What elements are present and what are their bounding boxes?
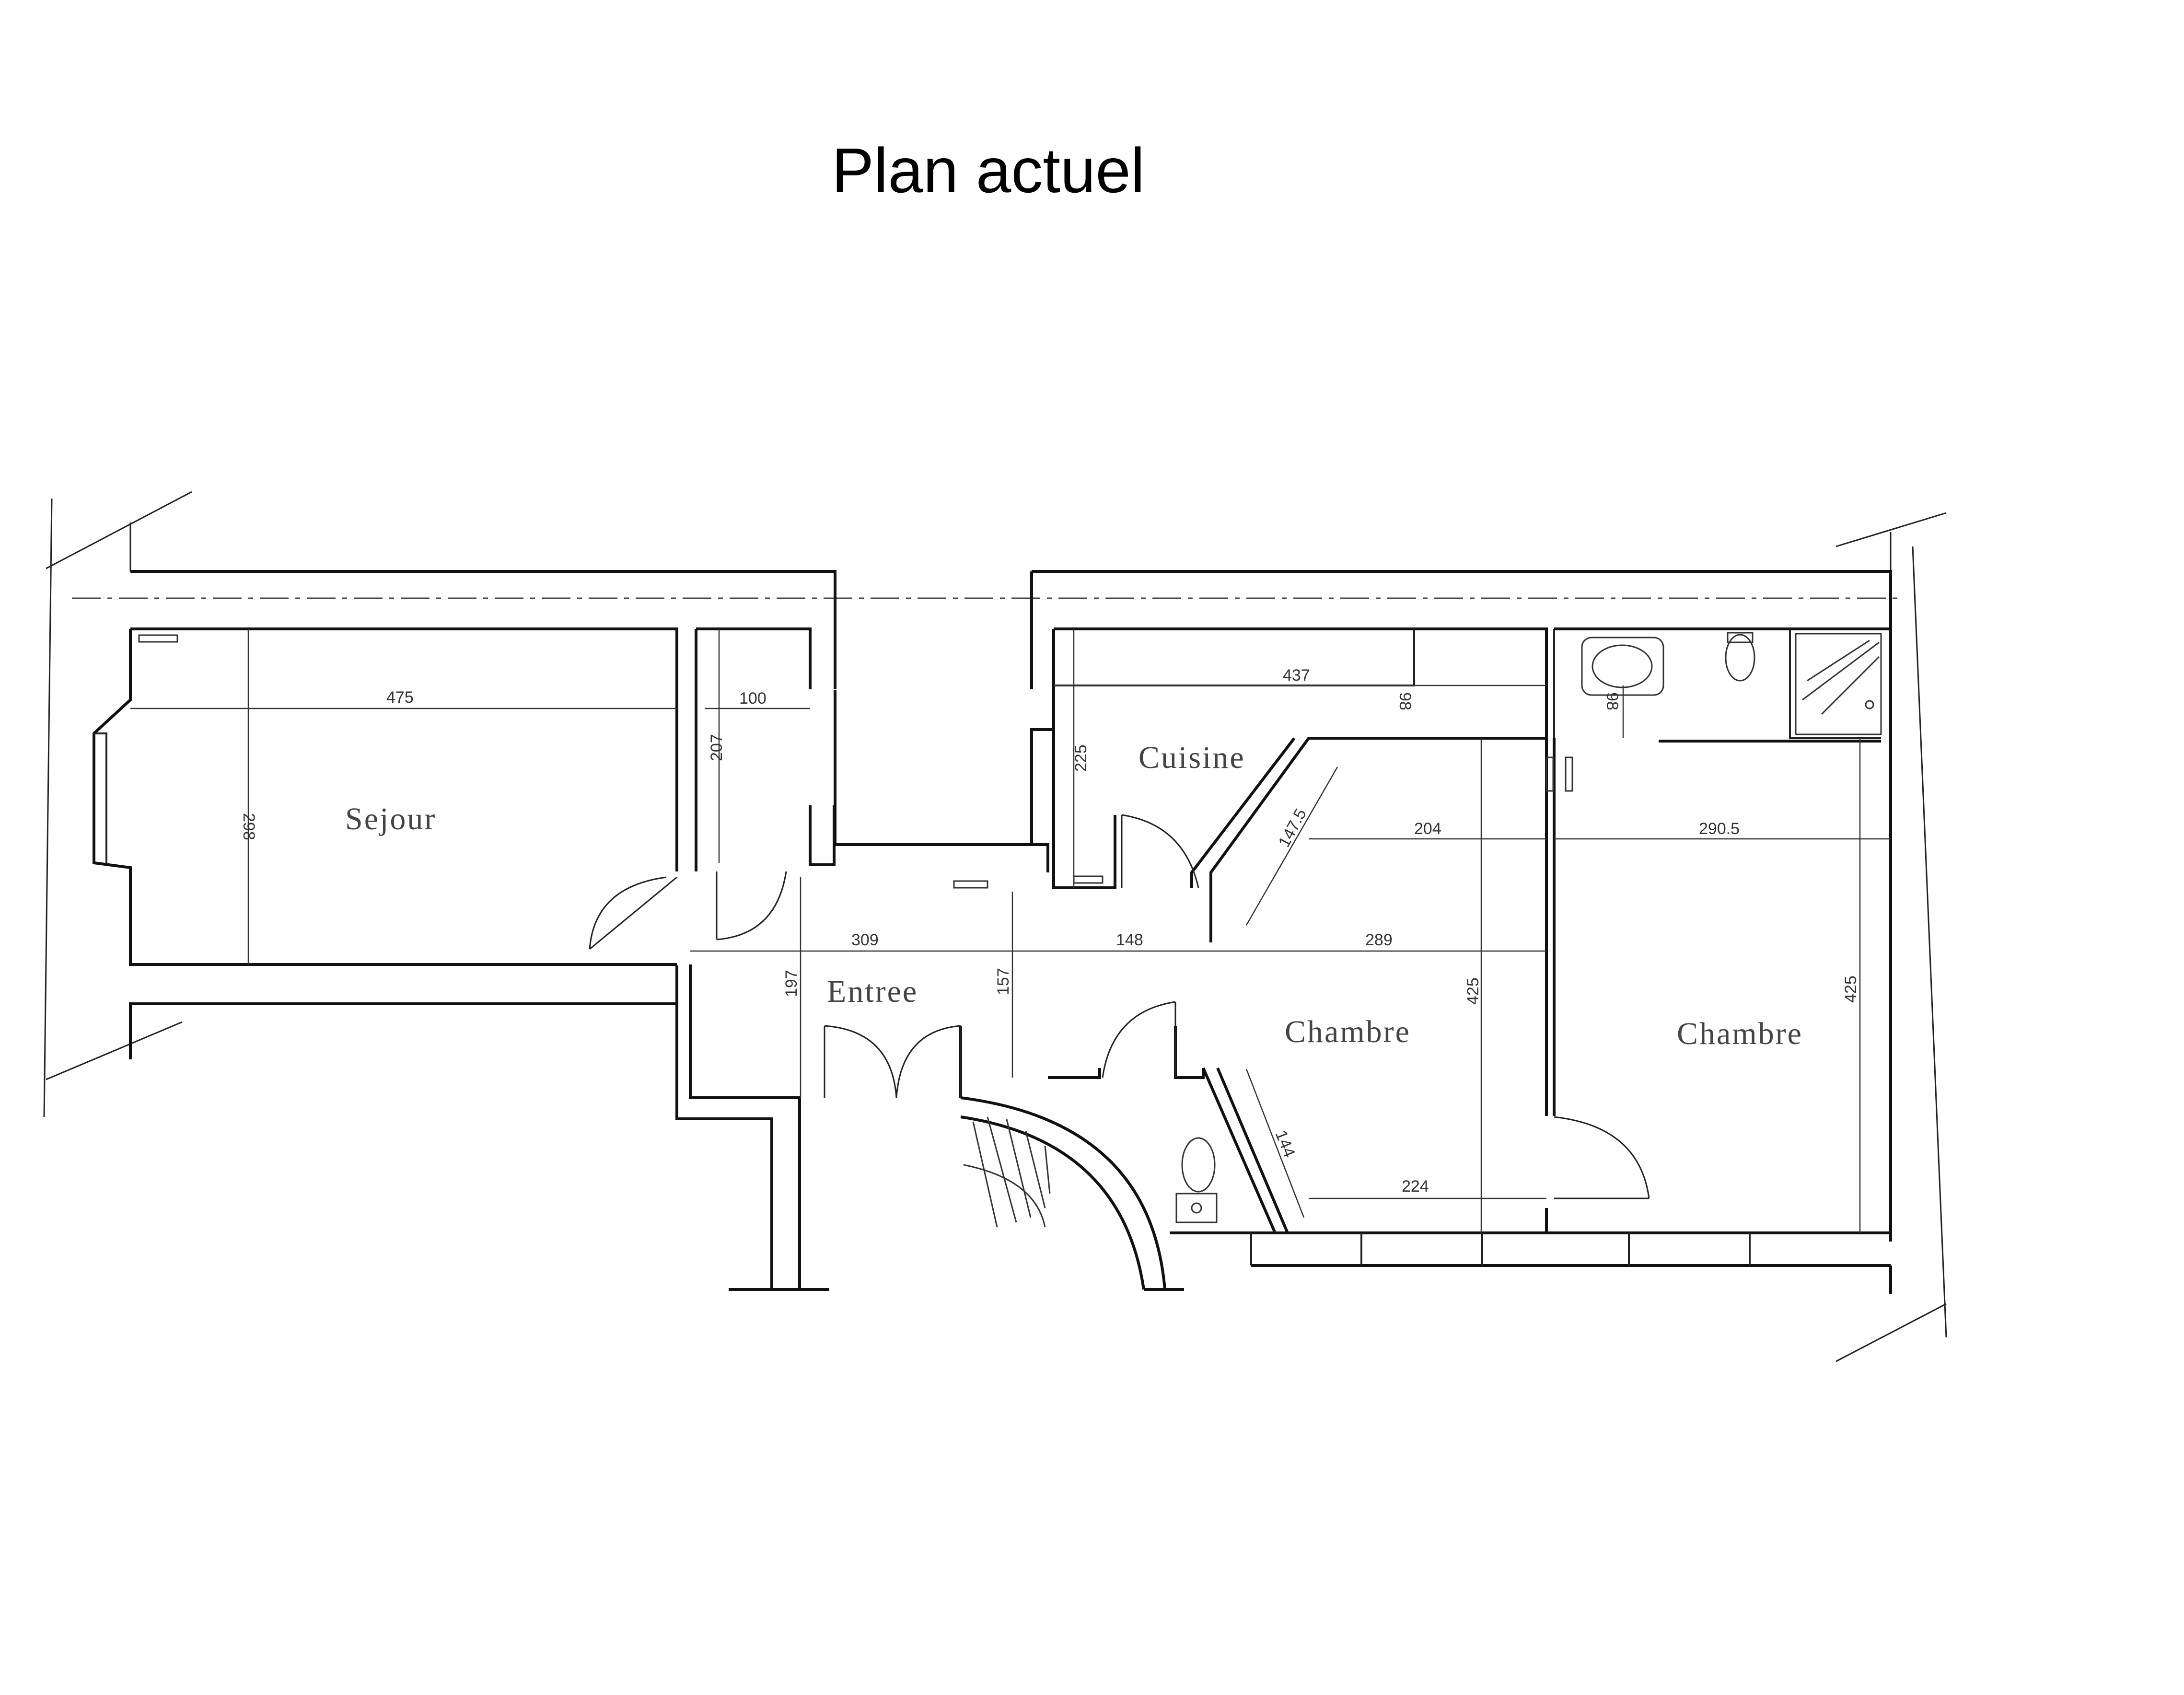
room-label-cuisine: Cuisine (1138, 740, 1245, 775)
dim-label: 224 (1402, 1177, 1429, 1196)
page-title: Plan actuel (832, 135, 1145, 206)
dim-label: 425 (1464, 977, 1482, 1005)
dim-label: 437 (1283, 666, 1310, 685)
room-label-chambre-2: Chambre (1677, 1016, 1803, 1051)
dim-label: 207 (708, 734, 726, 761)
room-labels: Sejour Cuisine Entree Chambre Chambre (345, 740, 1803, 1051)
dim-label: 204 (1414, 820, 1441, 838)
room-label-chambre-1: Chambre (1285, 1014, 1411, 1049)
toilet-icon (1725, 634, 1755, 682)
dim-label: 197 (782, 970, 801, 997)
walls (93, 570, 1892, 1294)
dim-label: 309 (851, 931, 879, 949)
dimension-lines (130, 629, 1891, 1233)
dim-label: 475 (386, 688, 414, 707)
dim-label: 225 (1072, 744, 1090, 772)
dim-label: 289 (1365, 931, 1393, 949)
dim-label: 144 (1272, 1128, 1299, 1160)
dim-label: 98 (1603, 692, 1621, 710)
room-label-sejour: Sejour (345, 801, 436, 836)
dim-label: 100 (739, 689, 767, 708)
room-label-entree: Entree (827, 974, 918, 1009)
wc-toilet-icon (1181, 1137, 1216, 1193)
dim-label: 98 (1396, 692, 1414, 710)
dim-label: 298 (240, 813, 258, 840)
dim-label: 157 (994, 968, 1012, 995)
party-lines (43, 491, 1947, 1362)
doors (589, 814, 1650, 1199)
dimension-labels: 475 298 100 207 437 98 98 225 147.5 204 … (240, 666, 1860, 1196)
shower-icon (1795, 633, 1882, 735)
fixtures (138, 632, 1882, 1223)
dim-label: 148 (1116, 931, 1143, 949)
dim-label: 425 (1842, 975, 1860, 1003)
dim-label: 290.5 (1699, 820, 1740, 838)
stair (963, 1116, 1051, 1228)
dim-label: 147.5 (1275, 806, 1311, 850)
